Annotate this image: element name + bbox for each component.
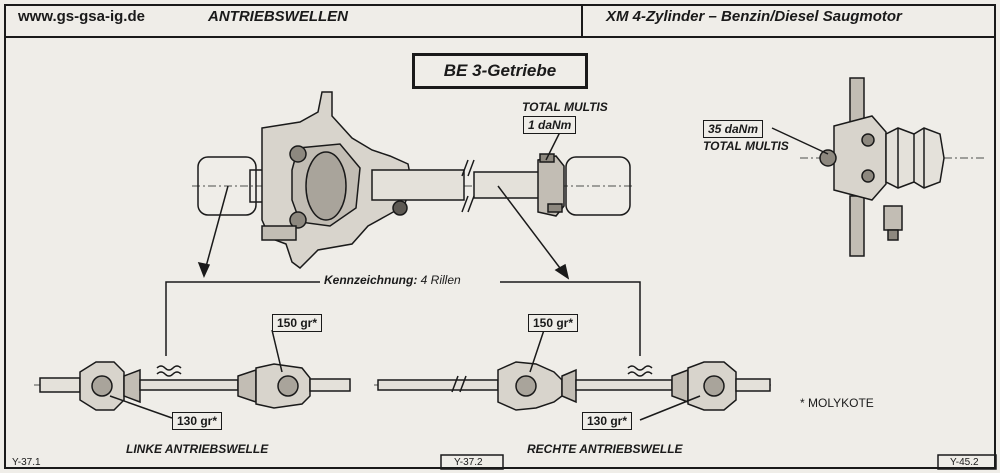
gearbox-title: BE 3-Getriebe [443,61,557,80]
section-title: ANTRIEBSWELLEN [208,8,348,25]
grease-left-lower: 130 gr* [172,412,223,430]
ref-right: Y-45.2 [950,457,979,468]
leader-left-lower [109,395,173,419]
marking-value: 4 Rillen [420,273,461,287]
left-shaft-drawing [34,361,351,411]
arrow-right [497,185,570,280]
torque-gearbox-label: TOTAL MULTIS [522,100,608,114]
right-shaft-label: RECHTE ANTRIEBSWELLE [527,442,683,456]
model-title: XM 4-Zylinder – Benzin/Diesel Saugmotor [606,8,902,25]
torque-hub-label: TOTAL MULTIS [703,139,789,153]
marking-text: Kennzeichnung: 4 Rillen [324,273,461,287]
leader-right-upper [529,329,545,373]
grooves-left [156,365,182,371]
grease-right-upper: 150 gr* [528,314,579,332]
header-bar [4,4,996,38]
leader-left-upper [271,329,283,373]
grease-right-lower: 130 gr* [582,412,633,430]
right-shaft-drawing [374,361,772,411]
website-url: www.gs-gsa-ig.de [18,8,145,25]
grooves-right [627,365,653,371]
left-shaft-label: LINKE ANTRIEBSWELLE [126,442,269,456]
ref-right-box [937,454,997,470]
grease-left-upper: 150 gr* [272,314,323,332]
ref-left: Y-37.1 [12,457,41,468]
arrow-left [197,185,229,278]
torque-hub-value: 35 daNm [703,120,764,138]
leader-right-lower [639,395,701,421]
ref-center-box [440,454,504,470]
marking-bracket-left [165,281,320,356]
wheel-hub-assembly [800,77,984,257]
gearbox-title-box: BE 3-Getriebe [412,53,588,89]
marking-label: Kennzeichnung: [324,273,418,287]
footnote-molykote: * MOLYKOTE [800,396,874,410]
ref-center: Y-37.2 [454,457,483,468]
leader-gearbox-torque [545,131,561,161]
marking-bracket-right [500,281,641,356]
header-divider [581,4,583,38]
torque-gearbox-value: 1 daNm [523,116,577,134]
gearbox-assembly [192,91,632,269]
leader-hub-torque [771,127,829,155]
